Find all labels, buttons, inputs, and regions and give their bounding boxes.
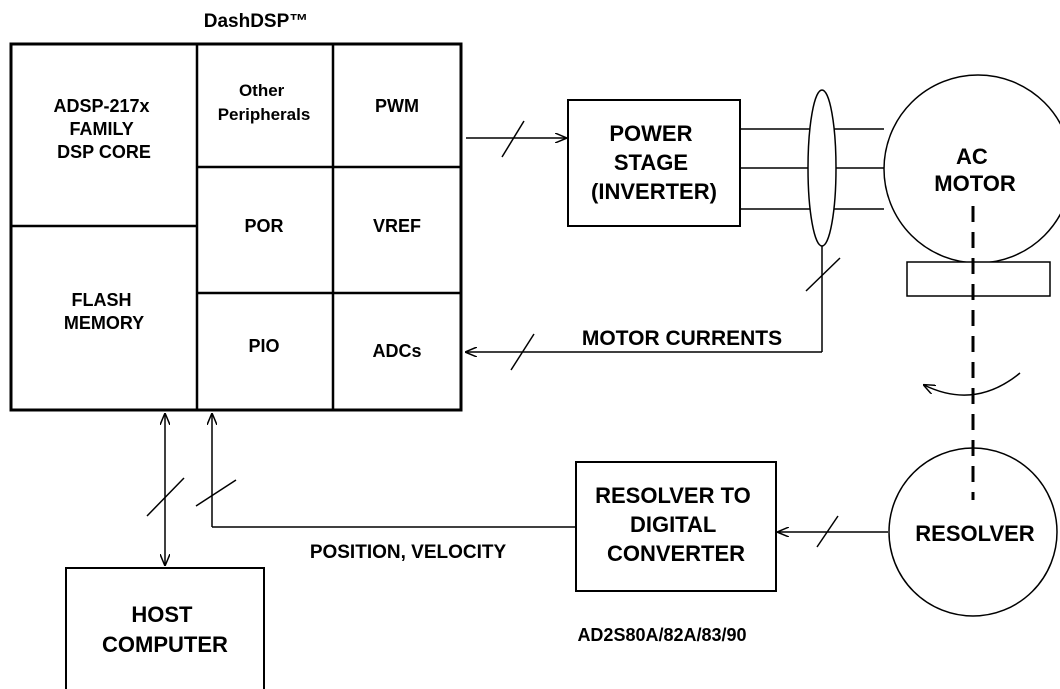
rdc-label: RESOLVER TO DIGITAL CONVERTER (595, 483, 757, 566)
current-sensor-ellipse (807, 89, 837, 247)
vref-label: VREF (373, 216, 421, 236)
ac-motor-label: AC MOTOR (934, 144, 1016, 196)
motor-currents-label: MOTOR CURRENTS (582, 327, 782, 350)
motor-shaft-mount (906, 261, 1051, 297)
diagram-title: DashDSP™ (204, 11, 309, 32)
flash-memory-label: FLASH MEMORY (64, 290, 144, 333)
pwm-to-power-stage-bus (466, 120, 566, 158)
resolver-label: RESOLVER (915, 521, 1035, 546)
resolver-to-rdc-line (778, 515, 888, 548)
dashdsp-block (9, 42, 463, 412)
other-peripherals-label: Other Peripherals (218, 81, 311, 124)
motor-currents-line (466, 246, 841, 371)
rotation-arrow (924, 372, 1021, 396)
position-velocity-label: POSITION, VELOCITY (310, 542, 507, 563)
adcs-label: ADCs (372, 341, 421, 361)
host-bidirectional-link (146, 414, 185, 565)
rdc-part-number: AD2S80A/82A/83/90 (577, 625, 746, 645)
host-computer-label: HOST COMPUTER (102, 602, 228, 657)
power-stage-label: POWER STAGE (INVERTER) (591, 121, 717, 204)
pio-label: PIO (248, 336, 279, 356)
por-label: POR (244, 216, 283, 236)
dsp-core-label: ADSP-217x FAMILY DSP CORE (53, 96, 154, 162)
position-velocity-line (195, 414, 576, 528)
resolver-circle (888, 447, 1058, 617)
power-stage-box (567, 99, 741, 227)
pwm-label: PWM (375, 96, 419, 116)
host-computer-box (65, 567, 265, 689)
